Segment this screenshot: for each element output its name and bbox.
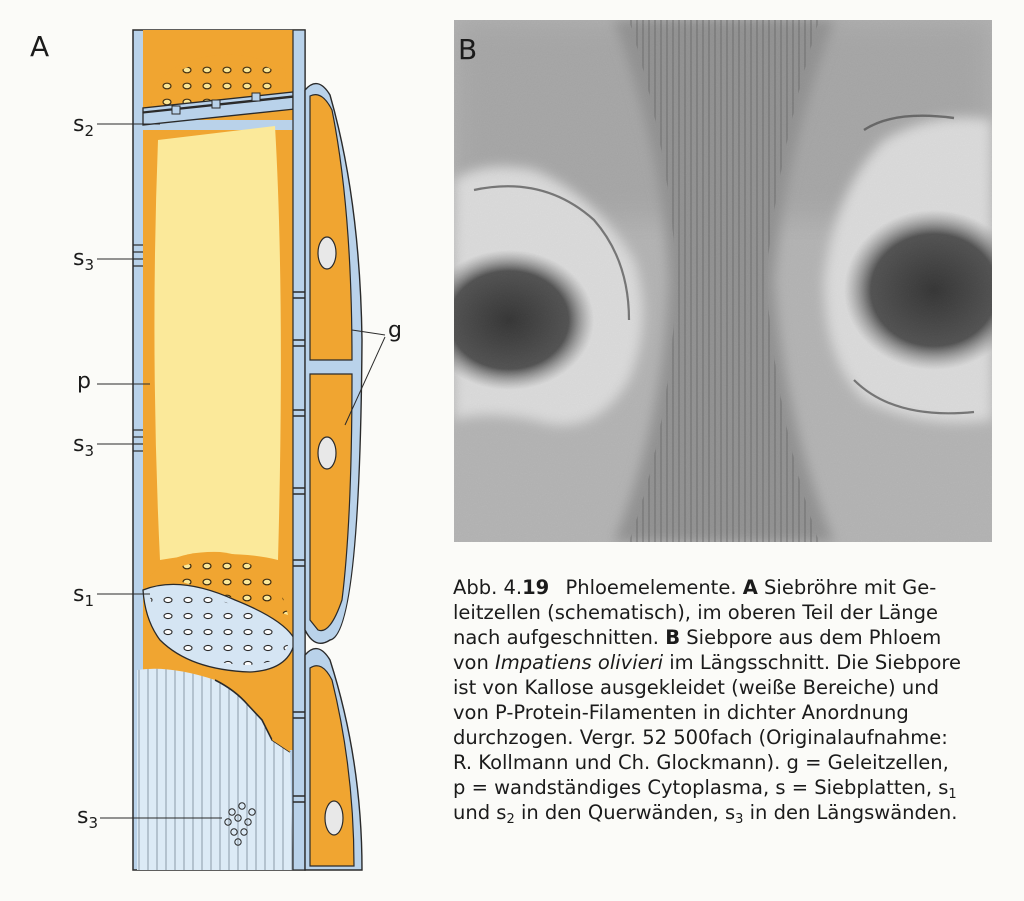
sieve-pore-micrograph	[454, 20, 992, 542]
companion-cells	[304, 82, 363, 871]
label-p: p	[77, 369, 91, 394]
caption-line-1: Abb. 4.19 Phloemelemente. A Siebröhre mi…	[453, 576, 937, 599]
sieve-tube-schematic	[97, 29, 386, 871]
caption-line-7: durchzogen. Vergr. 52 500fach (Originala…	[453, 726, 948, 749]
label-s2: s2	[73, 112, 95, 140]
label-s1: s1	[73, 582, 95, 610]
caption-line-5: ist von Kallose ausgekleidet (weiße Bere…	[453, 676, 939, 699]
caption-line-9: p = wandständiges Cytoplasma, s = Siebpl…	[453, 776, 957, 802]
label-g: g	[388, 318, 402, 343]
label-s3-middle: s3	[73, 432, 95, 460]
label-s3-lower: s3	[77, 804, 99, 832]
panel-label-a: A	[30, 30, 50, 63]
caption-line-10: und s2 in den Querwänden, s3 in den Läng…	[453, 801, 958, 827]
caption-line-4: von Impatiens olivieri im Längsschnitt. …	[453, 651, 961, 674]
caption-line-6: von P-Protein-Filamenten in dichter Anor…	[453, 701, 909, 724]
figure-caption: Abb. 4.19 Phloemelemente. A Siebröhre mi…	[453, 575, 1013, 827]
panel-label-b: B	[458, 33, 478, 66]
label-s3-upper: s3	[73, 246, 95, 274]
caption-line-2: leitzellen (schematisch), im oberen Teil…	[453, 601, 939, 624]
caption-line-8: R. Kollmann und Ch. Glockmann). g = Gele…	[453, 751, 949, 774]
caption-line-3: nach aufgeschnitten. B Siebpore aus dem …	[453, 626, 942, 649]
